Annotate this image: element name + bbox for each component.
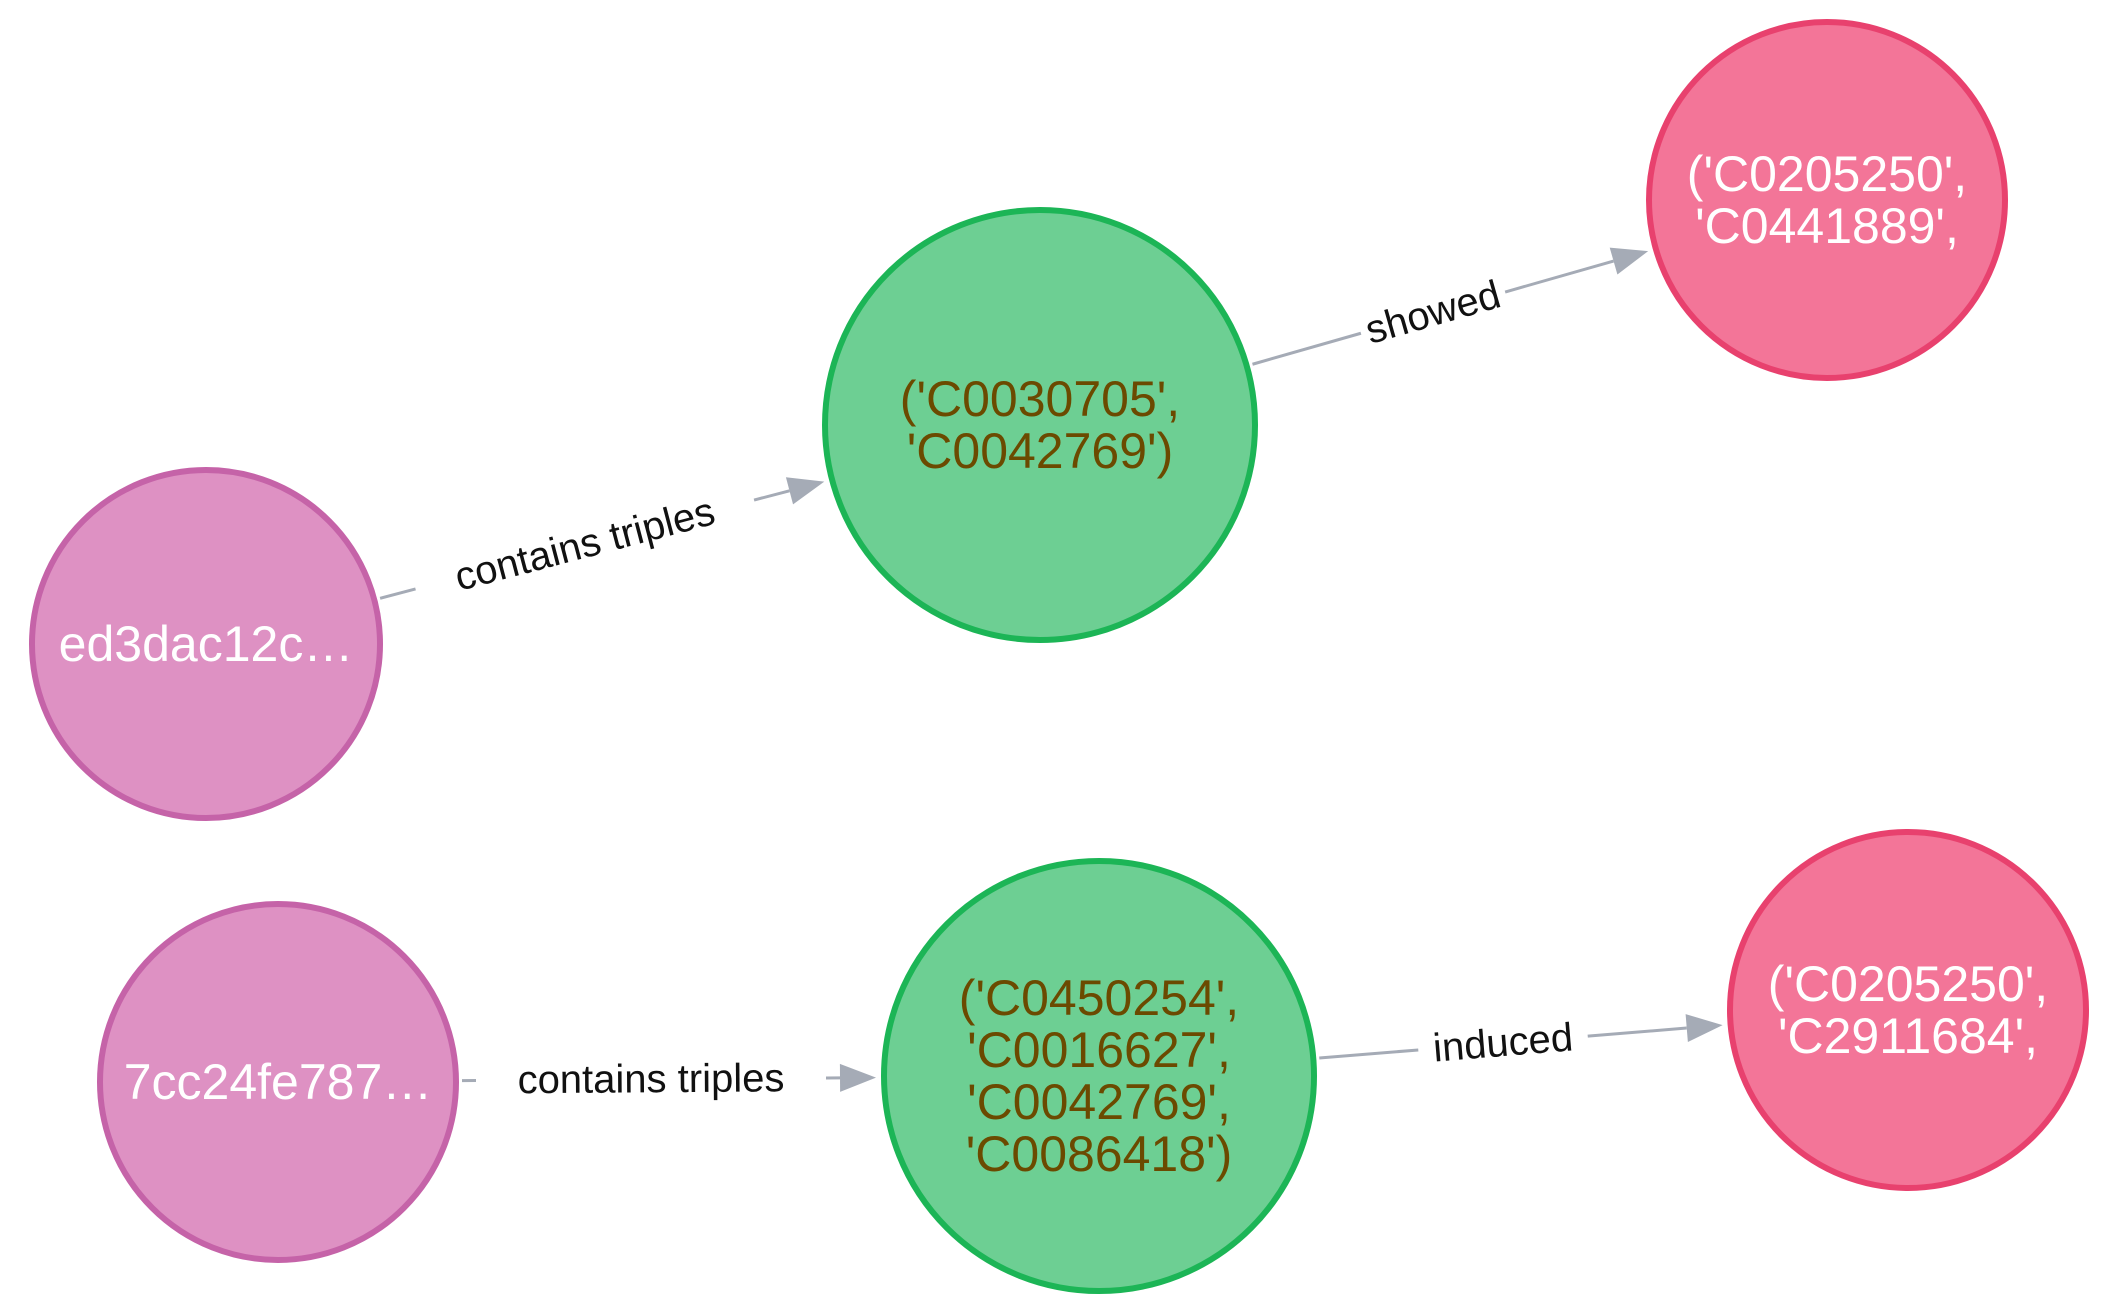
triple-node[interactable]: ('C0450254','C0016627','C0042769','C0086… bbox=[881, 858, 1317, 1294]
edge-label: contains triples bbox=[517, 1056, 784, 1102]
arrow-head-icon bbox=[1609, 247, 1649, 275]
node-label-line: 'C0086418') bbox=[966, 1126, 1233, 1182]
node-label-line: ('C0205250', bbox=[1687, 146, 1967, 202]
concept-node[interactable]: ('C0205250','C0441889', bbox=[1646, 19, 2008, 381]
concept-node-circle bbox=[1646, 19, 2008, 381]
node-label-line: ed3dac12c… bbox=[59, 616, 354, 672]
concept-node[interactable]: ('C0205250','C2911684', bbox=[1727, 829, 2089, 1191]
node-label-line: 'C0042769') bbox=[907, 423, 1174, 479]
triple-node-circle bbox=[881, 858, 1317, 1294]
edge-label: induced bbox=[1431, 1015, 1574, 1070]
node-label-line: 7cc24fe787… bbox=[124, 1054, 433, 1110]
node-label-line: 'C0441889', bbox=[1695, 198, 1959, 254]
document-node[interactable]: 7cc24fe787… bbox=[97, 901, 459, 1263]
edge-trip2-con2[interactable]: induced bbox=[1319, 1014, 1723, 1071]
node-label-line: ('C0450254', bbox=[959, 970, 1239, 1026]
arrow-head-icon bbox=[1685, 1014, 1723, 1043]
edge-line bbox=[379, 587, 416, 600]
edge-label: showed bbox=[1361, 273, 1506, 353]
concept-node-circle bbox=[1727, 829, 2089, 1191]
edge-doc2-trip2[interactable]: contains triples bbox=[461, 1056, 877, 1102]
edge-line bbox=[1252, 331, 1362, 366]
edge-line bbox=[1504, 259, 1614, 294]
edge-line bbox=[1319, 1048, 1419, 1060]
node-label-line: 'C0042769', bbox=[967, 1074, 1231, 1130]
document-node[interactable]: ed3dac12c… bbox=[29, 467, 383, 821]
node-label-line: 'C0016627', bbox=[967, 1022, 1231, 1078]
node-label-line: ('C0030705', bbox=[900, 371, 1180, 427]
edge-line bbox=[1587, 1026, 1687, 1038]
edge-trip1-con1[interactable]: showed bbox=[1252, 247, 1649, 366]
node-label-line: ('C0205250', bbox=[1768, 956, 2048, 1012]
document-node-circle bbox=[29, 467, 383, 821]
arrow-head-icon bbox=[785, 477, 825, 505]
node-label-line: 'C2911684', bbox=[1778, 1008, 2038, 1064]
edge-label: contains triples bbox=[450, 489, 719, 599]
triple-node[interactable]: ('C0030705','C0042769') bbox=[822, 207, 1258, 643]
nodes-layer: ed3dac12c… ('C0030705','C0042769') ('C0205… bbox=[29, 19, 2089, 1294]
edge-doc1-trip1[interactable]: contains triples bbox=[379, 477, 825, 600]
edge-line bbox=[753, 489, 790, 502]
arrow-head-icon bbox=[839, 1063, 877, 1092]
triple-node-circle bbox=[822, 207, 1258, 643]
document-node-circle bbox=[97, 901, 459, 1263]
